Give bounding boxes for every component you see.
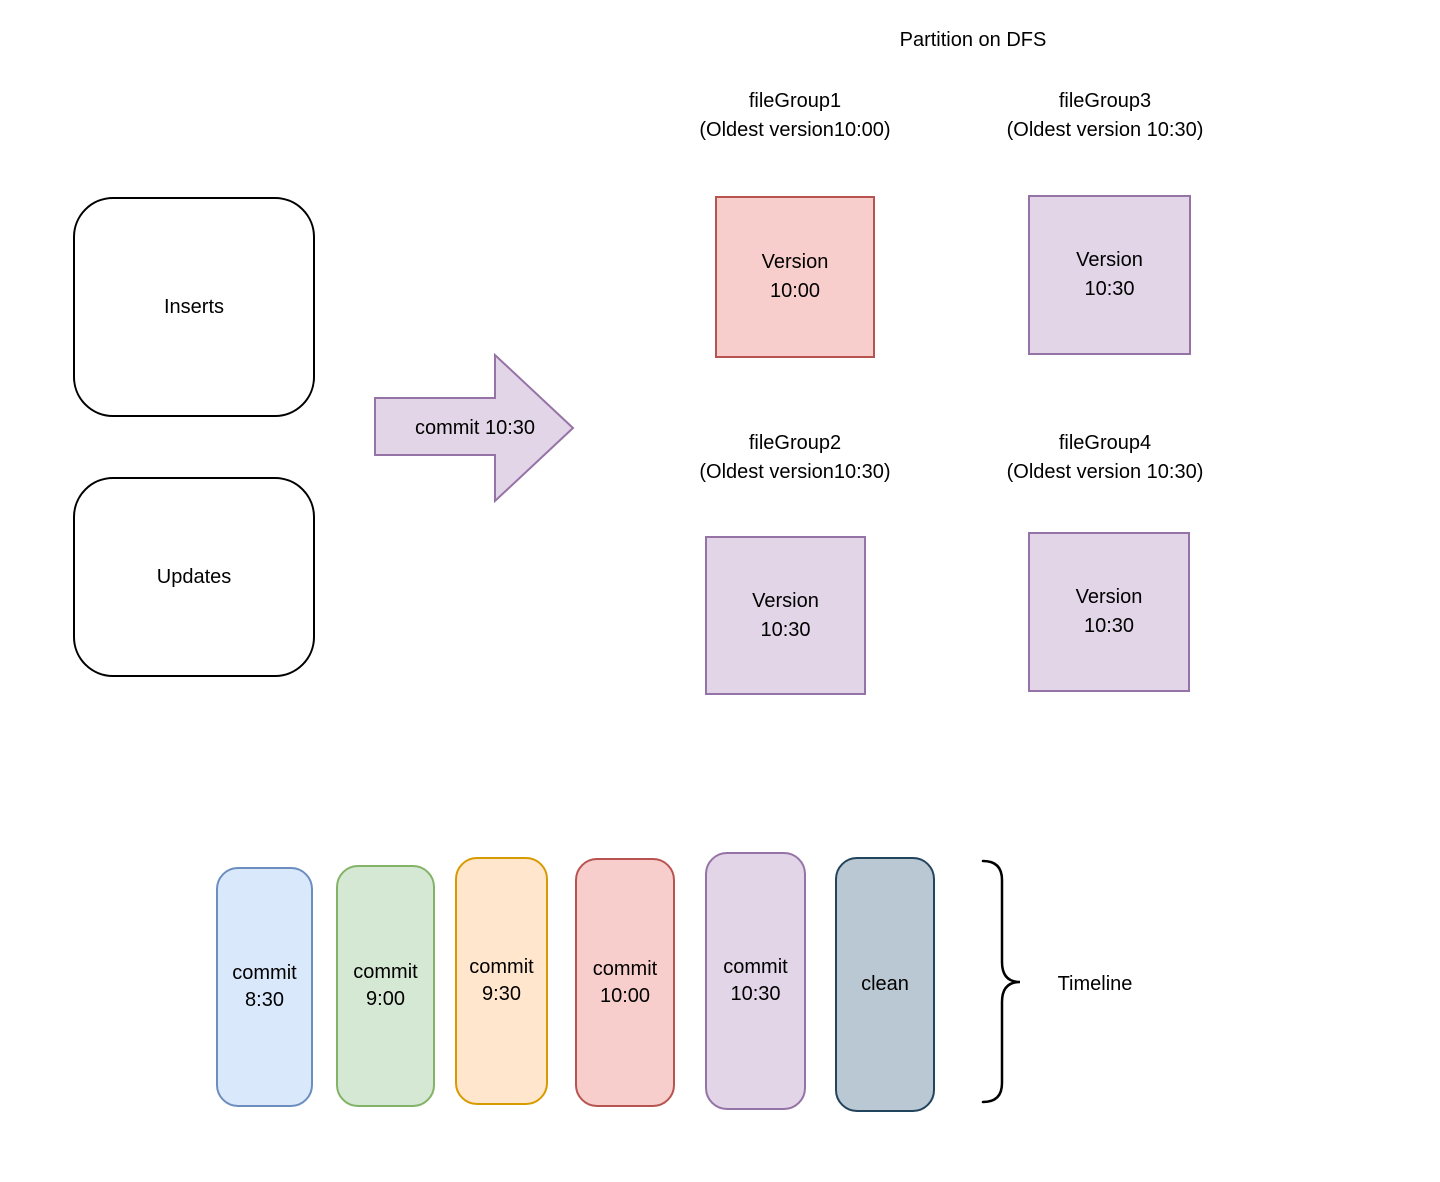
filegroup4-header: fileGroup4 (Oldest version 10:30) [1006,432,1204,483]
timeline-commit-900-box: commit 9:00 [336,865,435,1107]
timeline-commit-1030-label: commit 10:30 [723,956,788,1005]
timeline-clean-label: clean [861,973,909,995]
filegroup1-version-box: Version 10:00 [715,196,875,358]
filegroup3-version-box: Version 10:30 [1028,195,1191,355]
timeline-commit-1030-box: commit 10:30 [705,852,806,1110]
timeline-commit-1000-label: commit 10:00 [592,957,658,1007]
filegroup2-version-label: Version 10:30 [752,589,819,641]
inserts-label: Inserts [163,295,225,318]
filegroup2-header: fileGroup2 (Oldest version10:30) [699,432,891,483]
diagram-title: Partition on DFS [899,29,1047,51]
timeline-commit-1000-box: commit 10:00 [575,858,675,1107]
filegroup2-version-box: Version 10:30 [705,536,866,695]
timeline-commit-830-box: commit 8:30 [216,867,313,1107]
updates-box: Updates [73,477,315,677]
filegroup4-version-label: Version 10:30 [1075,586,1143,637]
filegroup1-version-label: Version 10:00 [761,251,829,302]
filegroup1-header: fileGroup1 (Oldest version10:00) [699,90,891,141]
timeline-commit-930-box: commit 9:30 [455,857,548,1105]
commit-arrow-label: commit 10:30 [414,417,536,439]
timeline-commit-930-label: commit 9:30 [469,956,534,1005]
timeline-label: Timeline [1057,973,1133,995]
inserts-box: Inserts [73,197,315,417]
filegroup4-version-box: Version 10:30 [1028,532,1190,692]
timeline-clean-box: clean [835,857,935,1112]
filegroup3-version-label: Version 10:30 [1076,249,1143,300]
timeline-commit-830-label: commit 8:30 [232,962,297,1011]
filegroup3-header: fileGroup3 (Oldest version 10:30) [1006,90,1204,141]
timeline-commit-900-label: commit 9:00 [353,961,418,1010]
timeline-brace-icon [981,859,1021,1104]
commit-arrow-icon [374,352,575,504]
updates-label: Updates [156,565,232,588]
